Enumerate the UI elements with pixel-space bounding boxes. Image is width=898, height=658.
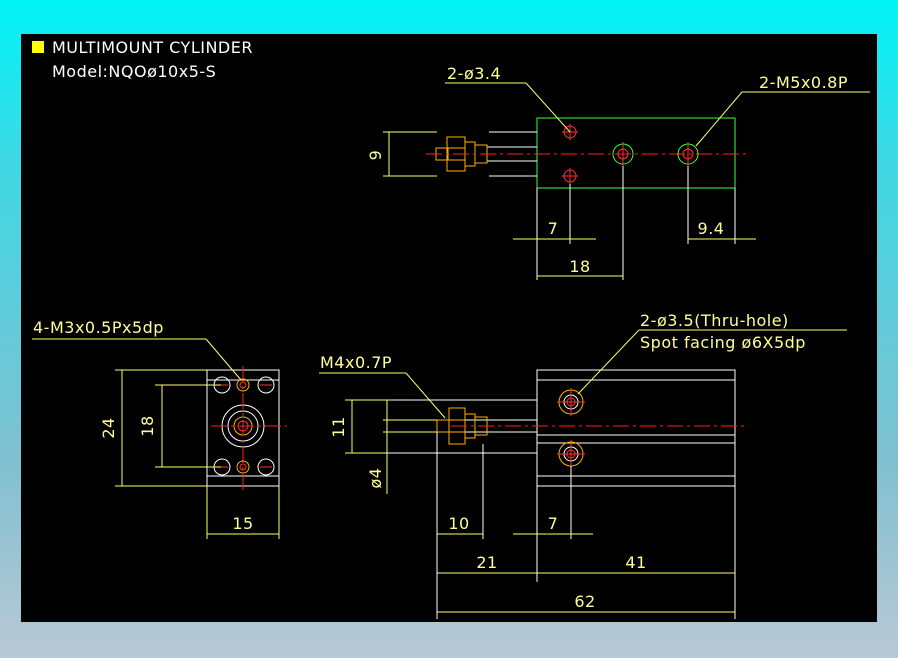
- front-dim-hole-offset: 7: [548, 514, 559, 533]
- title-block: MULTIMOUNT CYLINDER Model:NQOø10x5-S: [32, 38, 253, 81]
- top-dim-height: 9: [366, 150, 385, 161]
- front-body-outline: [536, 369, 736, 487]
- front-hole-callout-line1: 2-ø3.5(Thru-hole): [640, 311, 789, 330]
- front-hole-callout-line2: Spot facing ø6X5dp: [640, 333, 806, 352]
- end-dim-hole-pitch: 18: [138, 415, 157, 436]
- top-body-outline: [536, 117, 736, 189]
- front-dim-rod-dia: ø4: [366, 468, 385, 489]
- front-dim-rod-span: 11: [329, 416, 348, 437]
- drawing-background: [21, 34, 877, 622]
- cad-drawing: MULTIMOUNT CYLINDER Model:NQOø10x5-S 2-ø…: [21, 34, 877, 622]
- end-port-lower: [236, 460, 250, 474]
- end-tap-callout: 4-M3x0.5Px5dp: [33, 318, 164, 337]
- front-dim-rod-len: 21: [476, 553, 497, 572]
- top-dim-port-spacing: 18: [569, 257, 590, 276]
- title-name: MULTIMOUNT CYLINDER: [52, 38, 253, 57]
- end-port-upper: [236, 378, 250, 392]
- front-dim-body-len: 41: [625, 553, 646, 572]
- top-hole-callout: 2-ø3.4: [447, 64, 501, 83]
- front-thread-callout: M4x0.7P: [320, 353, 392, 372]
- top-port-callout: 2-M5x0.8P: [759, 73, 848, 92]
- title-model: Model:NQOø10x5-S: [52, 62, 216, 81]
- end-dim-height: 24: [99, 417, 118, 438]
- top-view: 2-ø3.4 2-M5x0.8P 9 7 18 9.4: [366, 64, 870, 280]
- top-dim-port-edge: 9.4: [698, 219, 725, 238]
- title-marker-icon: [32, 41, 44, 53]
- end-view: 4-M3x0.5Px5dp 24 18 15: [32, 318, 287, 539]
- front-dim-thread-len: 10: [448, 514, 469, 533]
- top-dim-hole-offset: 7: [548, 219, 559, 238]
- front-dim-total-len: 62: [574, 592, 595, 611]
- front-view: M4x0.7P 2-ø3.5(Thru-hole) Spot facing ø6…: [319, 311, 847, 619]
- end-dim-width: 15: [232, 514, 253, 533]
